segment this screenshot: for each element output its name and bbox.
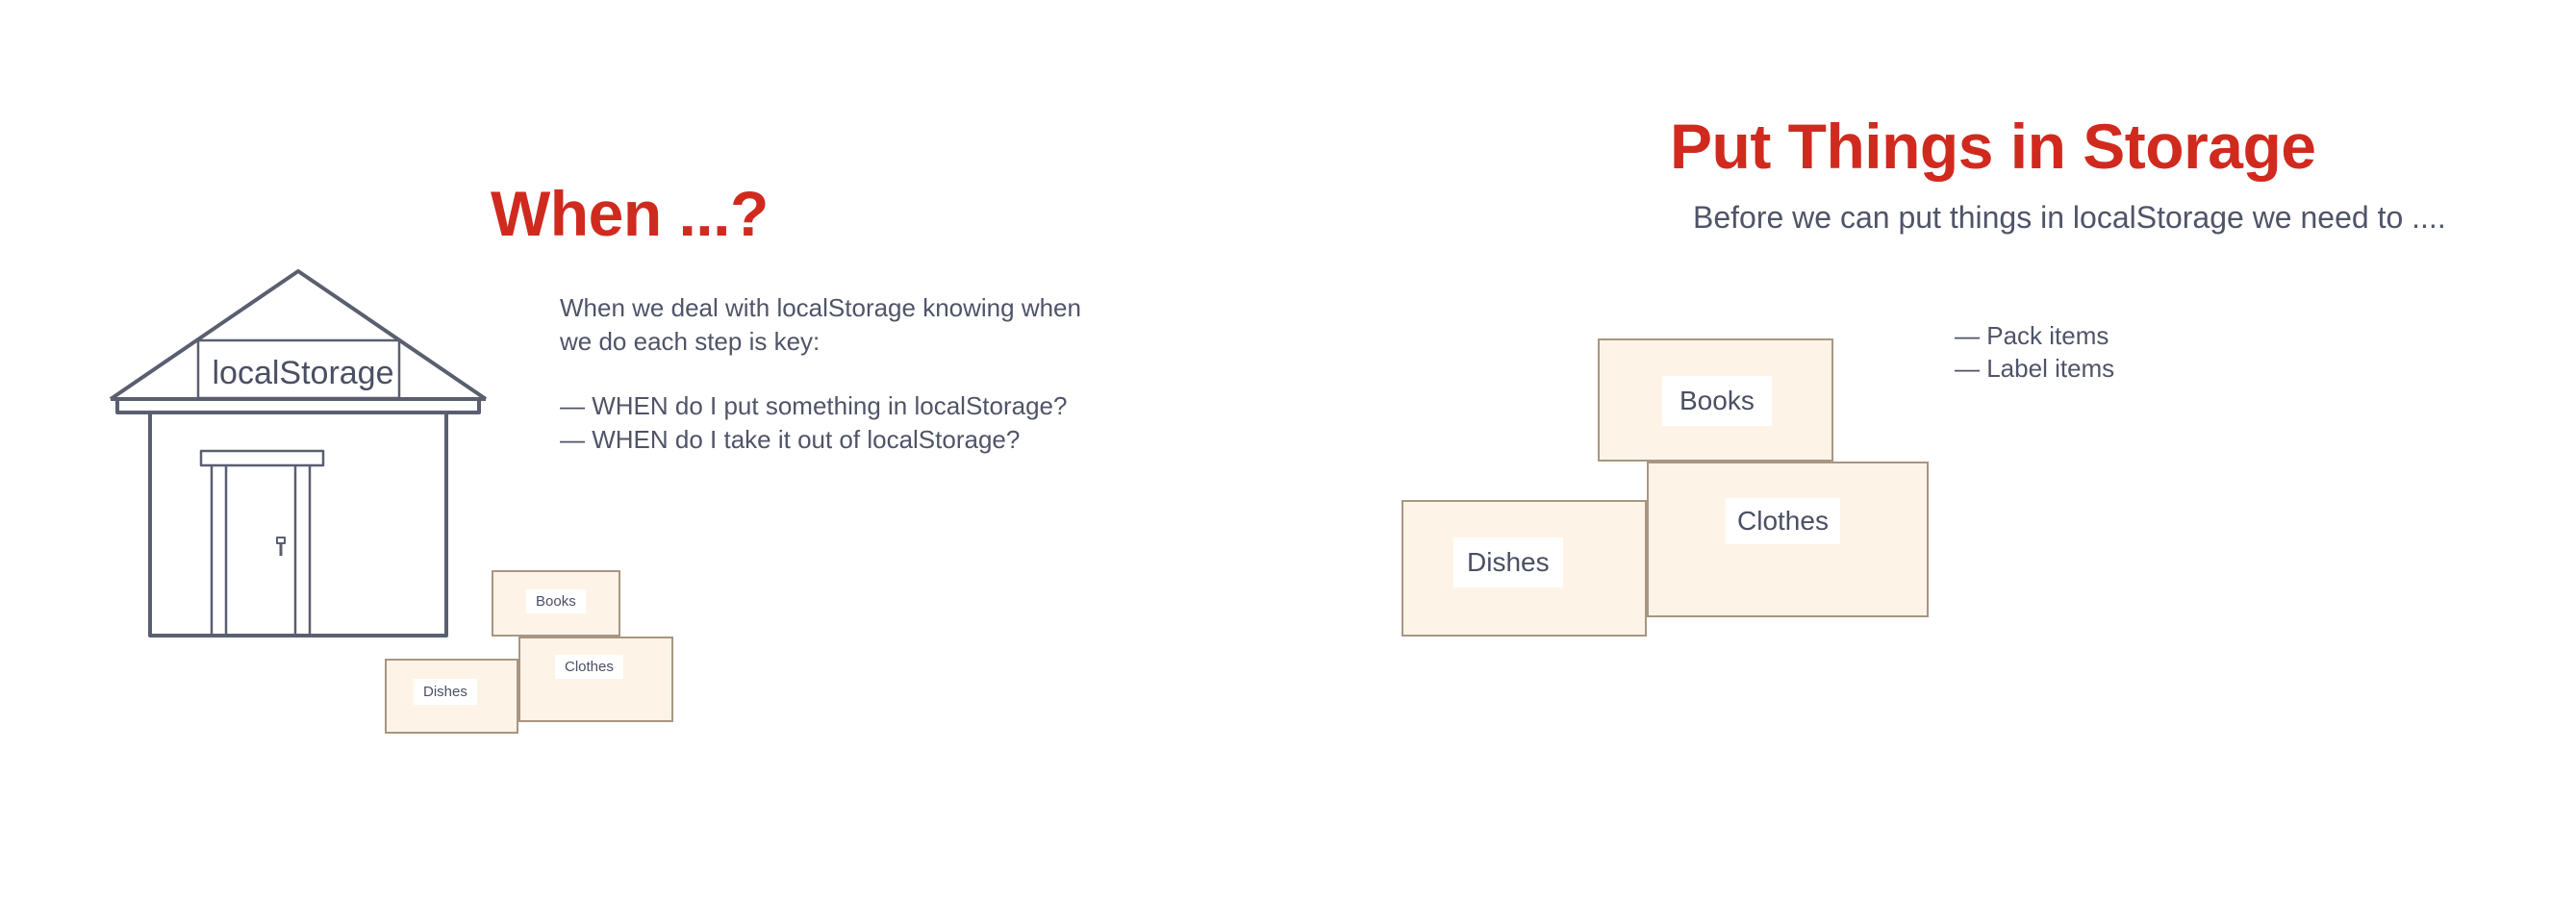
- house-eave: [115, 397, 481, 414]
- left-question-take: — WHEN do I take it out of localStorage?: [560, 425, 1021, 454]
- house-roof: [109, 269, 488, 401]
- small-box-dishes: Dishes: [385, 659, 518, 734]
- large-box-dishes-label: Dishes: [1453, 538, 1563, 588]
- step-pack-items: — Pack items: [1955, 321, 2109, 350]
- small-box-dishes-label: Dishes: [414, 679, 477, 705]
- left-intro-text: When we deal with localStorage knowing w…: [560, 293, 1081, 356]
- large-box-books-label: Books: [1662, 376, 1772, 426]
- large-box-books: Books: [1598, 338, 1833, 462]
- storage-house-icon: localStorage: [109, 269, 488, 638]
- door-lintel: [199, 449, 325, 467]
- large-box-clothes-label: Clothes: [1726, 498, 1840, 544]
- large-box-clothes: Clothes: [1647, 462, 1929, 617]
- left-question-put: — WHEN do I put something in localStorag…: [560, 391, 1068, 420]
- house-sign-label: localStorage: [212, 355, 393, 391]
- house-sign: [196, 338, 401, 400]
- door-handle: [276, 537, 286, 544]
- step-label-items: — Label items: [1955, 354, 2115, 383]
- small-box-clothes: Clothes: [518, 637, 673, 722]
- small-box-books-label: Books: [526, 589, 586, 613]
- house-walls: [148, 412, 448, 638]
- right-slide-subtitle: Before we can put things in localStorage…: [1693, 200, 2446, 235]
- large-box-dishes: Dishes: [1402, 500, 1647, 637]
- small-box-books: Books: [492, 570, 620, 637]
- right-slide-title: Put Things in Storage: [1670, 111, 2316, 182]
- small-box-clothes-label: Clothes: [555, 655, 623, 679]
- left-slide-title: When ...?: [491, 178, 769, 249]
